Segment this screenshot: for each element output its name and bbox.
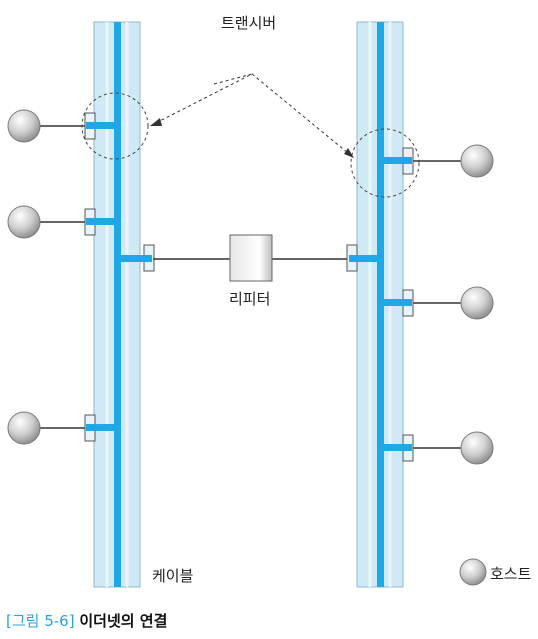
left-host-2 xyxy=(7,205,118,239)
transceiver-label: 트랜시버 xyxy=(221,14,277,32)
figure-caption: [그림 5-6] 이더넷의 연결 xyxy=(6,610,167,631)
repeater-label: 리피터 xyxy=(229,290,271,308)
host-legend-label: 호스트 xyxy=(490,565,532,583)
left-host-1 xyxy=(7,109,118,143)
transceiver-highlight-left xyxy=(81,92,149,160)
transceiver-highlight-right xyxy=(350,128,420,198)
caption-number: [그림 5-6] xyxy=(6,612,75,630)
left-host-3 xyxy=(7,411,118,445)
right-host-1 xyxy=(380,144,494,178)
transceiver-arrows xyxy=(149,73,355,159)
right-host-2 xyxy=(380,286,494,320)
right-host-3 xyxy=(380,431,494,465)
legend-host-icon xyxy=(459,558,487,586)
left-cable-segment xyxy=(93,21,141,588)
repeater-box xyxy=(229,234,273,282)
caption-title: 이더넷의 연결 xyxy=(79,612,168,630)
repeater-link xyxy=(120,244,381,272)
cable-label: 케이블 xyxy=(152,567,194,585)
